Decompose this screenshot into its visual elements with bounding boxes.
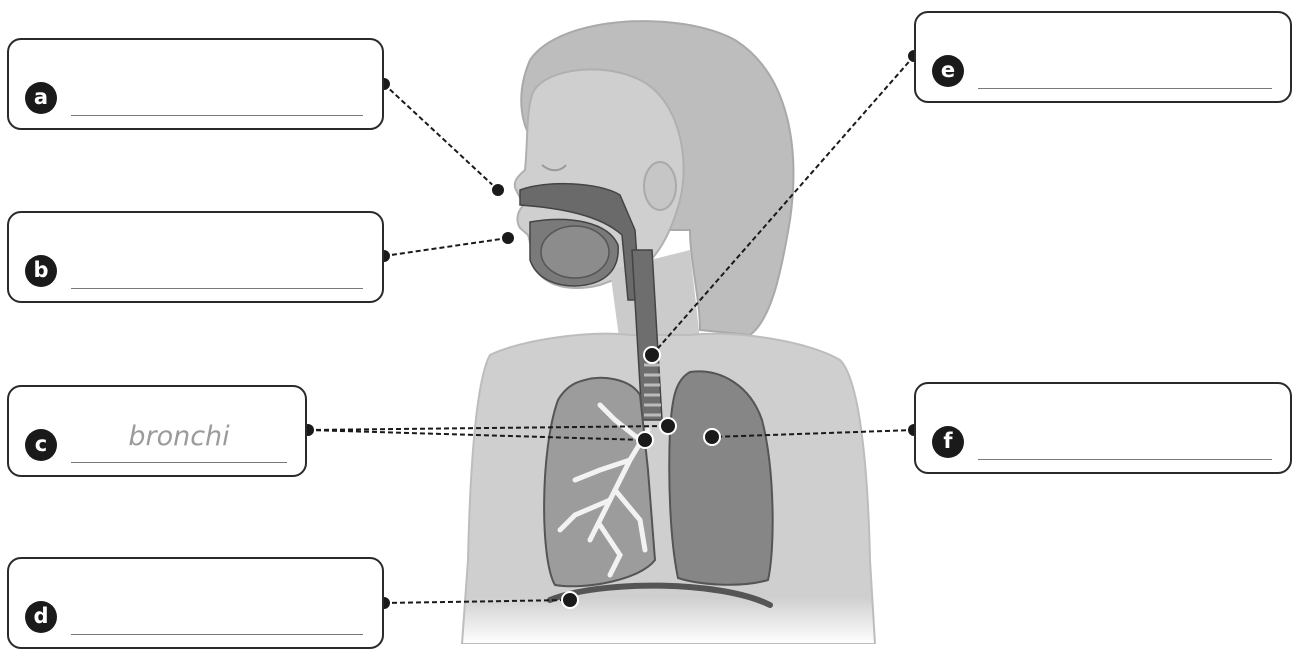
dot-c-target-2 <box>637 432 653 448</box>
dot-f-target <box>704 429 720 445</box>
label-box-c: c bronchi <box>7 385 307 477</box>
letter-badge-c: c <box>25 429 57 461</box>
dot-e-target <box>644 347 660 363</box>
answer-field-b[interactable] <box>71 288 363 289</box>
letter-badge-d: d <box>25 601 57 633</box>
dot-c-target-1 <box>660 418 676 434</box>
leader-a <box>384 84 498 190</box>
letter-badge-a: a <box>25 82 57 114</box>
leader-b <box>384 238 508 256</box>
tongue <box>541 226 609 278</box>
torso <box>462 334 875 644</box>
label-box-e: e <box>914 11 1292 103</box>
answer-field-f[interactable] <box>978 459 1272 460</box>
answer-field-d[interactable] <box>71 634 363 635</box>
answer-field-c[interactable] <box>71 462 287 463</box>
label-box-a: a <box>7 38 384 130</box>
answer-text-c: bronchi <box>71 421 287 452</box>
answer-field-a[interactable] <box>71 115 363 116</box>
label-box-d: d <box>7 557 384 649</box>
answer-field-e[interactable] <box>978 88 1272 89</box>
letter-badge-f: f <box>932 426 964 458</box>
ear <box>644 162 676 210</box>
dot-b-target <box>501 231 515 245</box>
lung-left <box>544 378 655 586</box>
dot-d-target <box>562 592 578 608</box>
label-box-b: b <box>7 211 384 303</box>
label-box-f: f <box>914 382 1292 474</box>
dot-a-target <box>491 183 505 197</box>
letter-badge-e: e <box>932 55 964 87</box>
girl-illustration <box>462 21 875 644</box>
letter-badge-b: b <box>25 255 57 287</box>
